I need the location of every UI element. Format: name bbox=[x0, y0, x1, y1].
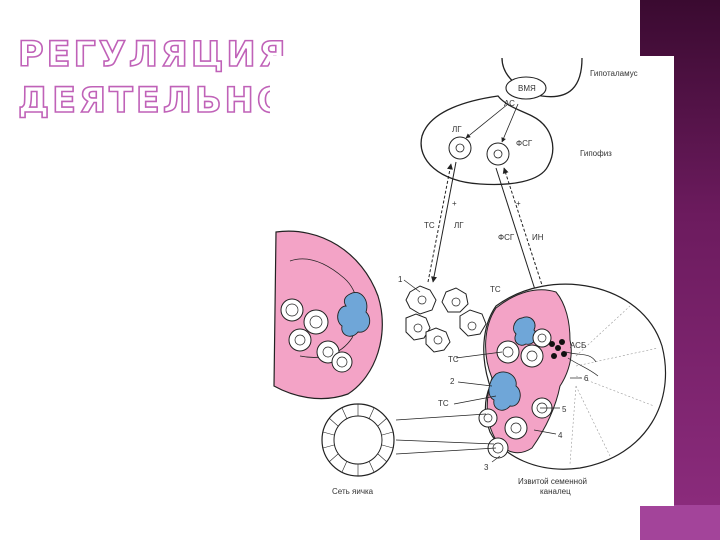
label-4: 4 bbox=[558, 431, 563, 440]
label-ts-a: ТС bbox=[448, 355, 459, 364]
label-tubule-line2: каналец bbox=[540, 487, 571, 496]
label-fsg-right: ФСГ bbox=[498, 233, 515, 242]
label-fsg-cell: ФСГ bbox=[516, 139, 533, 148]
label-asb: АСБ bbox=[570, 341, 586, 350]
lg-cell-nucleus bbox=[456, 144, 464, 152]
label-vma: ВМЯ bbox=[518, 84, 536, 93]
label-hypothalamus: Гипоталамус bbox=[590, 69, 638, 78]
label-plus-1: + bbox=[452, 199, 457, 208]
label-6: 6 bbox=[584, 374, 589, 383]
label-hypophysis: Гипофиз bbox=[580, 149, 612, 158]
label-in-right: ИН bbox=[532, 233, 544, 242]
label-ts-b: ТС bbox=[438, 399, 449, 408]
label-3: 3 bbox=[484, 463, 489, 472]
label-ts-left: ТС bbox=[424, 221, 435, 230]
label-lg-left: ЛГ bbox=[454, 221, 464, 230]
label-1: 1 bbox=[398, 275, 403, 284]
diagram-svg: Гипоталамус ВМЯ АС ЛГ ФСГ Гипофиз + + ТС… bbox=[270, 56, 674, 506]
fsg-cell-nucleus bbox=[494, 150, 502, 158]
leydig-cells bbox=[406, 286, 486, 352]
label-ts-mid: ТС bbox=[490, 285, 501, 294]
label-lg-cell: ЛГ bbox=[452, 125, 462, 134]
label-tubule-line1: Извитой семенной bbox=[518, 477, 587, 486]
lg-descending-arrow bbox=[433, 162, 456, 282]
label-5: 5 bbox=[562, 405, 567, 414]
label-as-top: АС bbox=[504, 99, 515, 108]
label-plus-2: + bbox=[516, 199, 521, 208]
hypophysis-outline bbox=[421, 96, 553, 184]
label-2: 2 bbox=[450, 377, 455, 386]
decorative-side-bar-bottom bbox=[640, 505, 720, 540]
testis-regulation-diagram: Гипоталамус ВМЯ АС ЛГ ФСГ Гипофиз + + ТС… bbox=[270, 56, 674, 506]
label-rete-testis: Сеть яичка bbox=[332, 487, 374, 496]
rete-testis-lumen bbox=[334, 416, 382, 464]
